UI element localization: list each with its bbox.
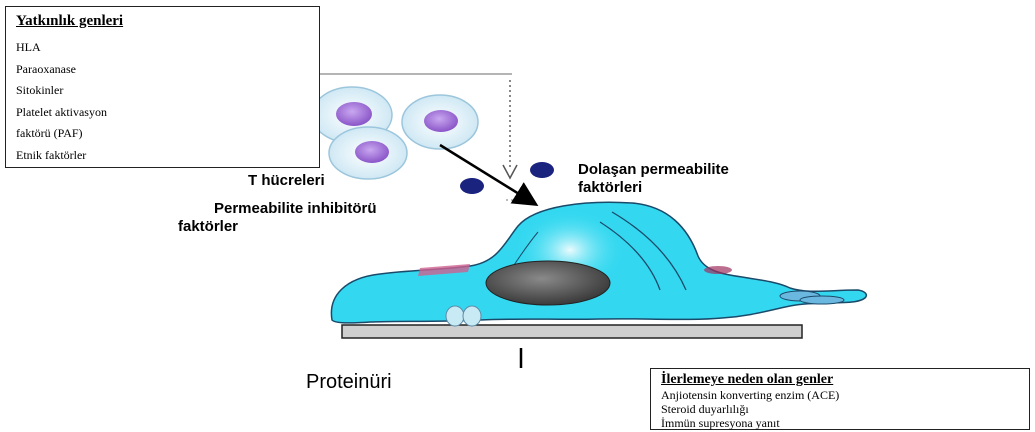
- susceptibility-genes-box: Yatkınlık genleri HLA Paraoxanase Sitoki…: [5, 6, 320, 168]
- susceptibility-gene-item: Sitokinler: [16, 80, 309, 102]
- susceptibility-gene-item: HLA: [16, 37, 309, 59]
- progression-genes-box: İlerlemeye neden olan genler Anjiotensin…: [650, 368, 1030, 430]
- t-cells-label: T hücreleri: [248, 172, 325, 189]
- inhibitor-factors-label-line1: Permeabilite inhibitörü: [214, 200, 377, 217]
- proteinuria-label: Proteinüri: [306, 374, 392, 391]
- progression-gene-item: İmmün supresyona yanıt: [661, 416, 1019, 430]
- circulating-factors-label-line2: faktörleri: [578, 179, 642, 196]
- susceptibility-gene-item: Platelet aktivasyon: [16, 102, 309, 124]
- susceptibility-gene-item: faktörü (PAF): [16, 123, 309, 145]
- circulating-factors-label-line1: Dolaşan permeabilite: [578, 161, 729, 178]
- lymphocyte-2: [402, 95, 478, 149]
- basement-membrane: [342, 325, 802, 338]
- lymphocyte-3: [329, 127, 407, 179]
- membrane-patch-right: [704, 266, 732, 274]
- cell-nucleus: [486, 261, 610, 305]
- progression-genes-title: İlerlemeye neden olan genler: [661, 372, 1019, 388]
- susceptibility-gene-item: Paraoxanase: [16, 59, 309, 81]
- solid-arrow: [440, 145, 532, 202]
- susceptibility-genes-title: Yatkınlık genleri: [16, 13, 309, 30]
- susceptibility-gene-item: Etnik faktörler: [16, 145, 309, 167]
- inhibitor-factor-blob: [460, 178, 484, 194]
- inhibitor-factors-label-line2: faktörler: [178, 218, 238, 235]
- progression-gene-item: Steroid duyarlılığı: [661, 402, 1019, 416]
- circulating-factor-blob: [530, 162, 554, 178]
- progression-gene-item: Anjiotensin konverting enzim (ACE): [661, 388, 1019, 402]
